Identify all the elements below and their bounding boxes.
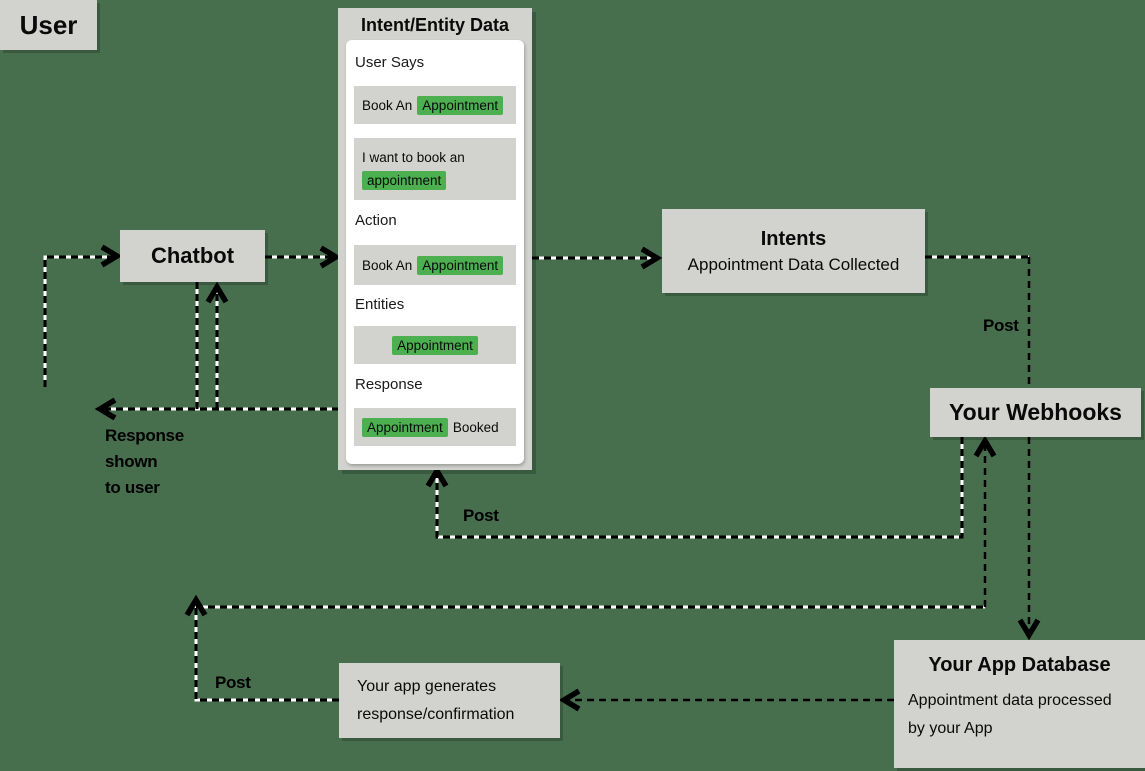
arrowhead-into-appdb-icon — [1017, 618, 1041, 641]
intents-node-title: Intents — [760, 227, 827, 250]
post-to-panel-label: Post — [463, 506, 499, 525]
chatbot-node-label: Chatbot — [150, 243, 235, 268]
app-database-node: Your App Database Appointment data proce… — [894, 640, 1145, 768]
intent-entity-panel: Intent/Entity Data User Says Book An App… — [338, 8, 532, 470]
action-label: Action — [355, 212, 397, 229]
user-says-row-1: Book An Appointment — [354, 86, 516, 124]
app-response-node-label: Your app generates response/confirmation — [357, 677, 515, 723]
user-node-label: User — [19, 9, 78, 40]
app-response-node: Your app generates response/confirmation — [339, 663, 560, 738]
webhooks-node: Your Webhooks — [930, 388, 1141, 437]
post-to-database-label: Post — [983, 316, 1019, 335]
arrowhead-into-intents-icon — [640, 246, 663, 270]
arrowhead-into-chatbot-icon — [100, 244, 123, 268]
app-database-node-subtitle: Appointment data processed by your App — [908, 692, 1112, 737]
intents-node: Intents Appointment Data Collected — [662, 209, 925, 293]
response-shown-line-2: shown — [105, 452, 158, 471]
webhooks-node-label: Your Webhooks — [949, 399, 1122, 425]
response-shown-line-1: Response — [105, 426, 184, 445]
arrowhead-up-into-chatbot-icon — [205, 281, 229, 304]
intent-entity-panel-body: User Says Book An Appointment I want to … — [346, 40, 524, 464]
user-says-label: User Says — [355, 54, 425, 71]
action-row-text: Book An — [362, 257, 413, 273]
entities-row-entity-highlight: Appointment — [392, 335, 478, 355]
response-row-entity-highlight: Appointment — [362, 417, 448, 437]
arrowhead-post-up-icon — [184, 594, 208, 617]
dashed-connector — [43, 255, 1029, 702]
chatbot-node: Chatbot — [120, 230, 265, 282]
response-row-text: Booked — [452, 419, 499, 435]
user-says-row-1-entity-highlight: Appointment — [417, 95, 504, 115]
user-says-row-2-text: I want to book an — [362, 150, 465, 165]
post-from-app-label: Post — [215, 673, 251, 692]
response-shown-line-3: to user — [105, 478, 160, 497]
app-database-node-title: Your App Database — [928, 654, 1111, 676]
user-says-row-1-text: Book An — [362, 97, 413, 113]
dashed-connector-plain — [568, 257, 1031, 702]
user-says-row-2-entity-highlight: appointment — [362, 171, 447, 190]
intents-node-subtitle: Appointment Data Collected — [687, 254, 900, 274]
entities-row: Appointment — [354, 326, 516, 364]
user-node: User — [0, 0, 97, 50]
response-row: Appointment Booked — [354, 408, 516, 446]
arrowhead-into-panel-icon — [319, 245, 342, 269]
action-row: Book An Appointment — [354, 245, 516, 285]
arrowhead-up-into-webhooks-icon — [973, 435, 997, 458]
arrowhead-into-user-icon — [94, 397, 117, 421]
response-shown-label: Response shown to user — [105, 423, 184, 501]
intent-entity-panel-title: Intent/Entity Data — [360, 15, 509, 35]
arrowhead-up-into-panel-icon — [425, 465, 449, 488]
entities-label: Entities — [355, 296, 405, 313]
action-row-entity-highlight: Appointment — [417, 255, 504, 275]
dashed-connector-underlay — [43, 255, 1029, 702]
user-says-row-2: I want to book an appointment — [354, 138, 516, 200]
arrowhead-into-appresp-icon — [558, 688, 581, 712]
response-label: Response — [355, 376, 423, 393]
